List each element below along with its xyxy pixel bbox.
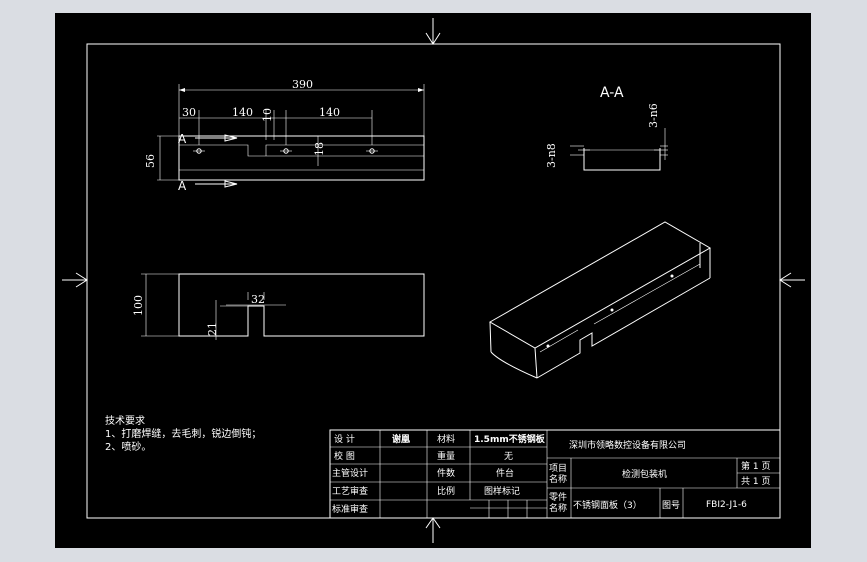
tb-part-label-2: 名称 [549, 502, 567, 514]
tb-drawing-no: FBI2-J1-6 [706, 500, 747, 510]
tb-material-value: 1.5mm不锈钢板 [474, 433, 546, 445]
tb-chief-label: 主管设计 [332, 467, 368, 479]
tb-company: 深圳市领略数控设备有限公司 [569, 439, 686, 451]
centering-marks [62, 18, 805, 543]
tb-qty-value: 件台 [496, 467, 514, 479]
tb-total-label: 共 1 页 [741, 476, 770, 487]
section-label: A-A [600, 85, 624, 101]
dim-18: 18 [313, 142, 326, 156]
dim-hole-side: 3-n8 [545, 143, 558, 168]
dim-32: 32 [251, 293, 265, 306]
dim-overall-length: 390 [292, 78, 313, 91]
tb-material-label: 材料 [437, 433, 455, 445]
top-view-outline [178, 135, 425, 181]
notes-line-2: 2、喷砂。 [105, 440, 151, 453]
notes-title: 技术要求 [105, 414, 145, 427]
dim-30: 30 [182, 106, 196, 119]
dim-56: 56 [144, 154, 157, 168]
dim-100: 100 [132, 295, 145, 316]
dim-140-b: 140 [319, 106, 340, 119]
section-view: A-A 3-n8 3-n6 [545, 85, 668, 171]
tb-design-label: 设 计 [334, 433, 355, 445]
section-marker-top: A [178, 132, 187, 146]
notes-line-1: 1、打磨焊缝，去毛刺，锐边倒钝； [105, 427, 261, 440]
technical-notes: 技术要求 1、打磨焊缝，去毛刺，锐边倒钝； 2、喷砂。 [105, 414, 261, 453]
tb-project-label-1: 项目 [549, 463, 567, 474]
tb-drawing-no-label: 图号 [662, 500, 680, 511]
tb-sheet-label: 第 1 页 [741, 460, 770, 472]
tb-project-name: 检测包装机 [622, 468, 667, 480]
title-block: 设 计 谢凰 校 图 主管设计 工艺审查 标准审查 材料 1.5mm不锈钢板 重… [329, 429, 781, 519]
tb-standard-label: 标准审查 [332, 503, 368, 515]
dim-140-a: 140 [232, 106, 253, 119]
tb-qty-label: 件数 [437, 467, 455, 479]
dim-10: 10 [261, 108, 274, 122]
section-marker-bottom: A [178, 179, 187, 193]
tb-weight-label: 重量 [437, 450, 455, 462]
top-view: A A 390 30 140 140 10 56 18 [144, 78, 425, 193]
dim-hole-top: 3-n6 [647, 103, 660, 128]
tb-part-label-1: 零件 [549, 491, 567, 503]
dim-21: 21 [206, 322, 219, 336]
tb-weight-value: 无 [504, 451, 513, 462]
drawing-sheet [55, 13, 811, 548]
tb-part-name: 不锈钢面板（3） [573, 499, 642, 511]
tb-designer: 谢凰 [392, 433, 410, 445]
isometric-view [488, 221, 712, 379]
front-view: 100 32 21 [132, 273, 425, 340]
tb-check-label: 校 图 [334, 450, 355, 462]
tb-scale-label: 比例 [437, 485, 455, 497]
tb-process-label: 工艺审查 [332, 485, 368, 497]
front-view-outline [178, 273, 425, 337]
tb-scale-value: 图样标记 [484, 485, 520, 497]
tb-project-label-2: 名称 [549, 473, 567, 485]
